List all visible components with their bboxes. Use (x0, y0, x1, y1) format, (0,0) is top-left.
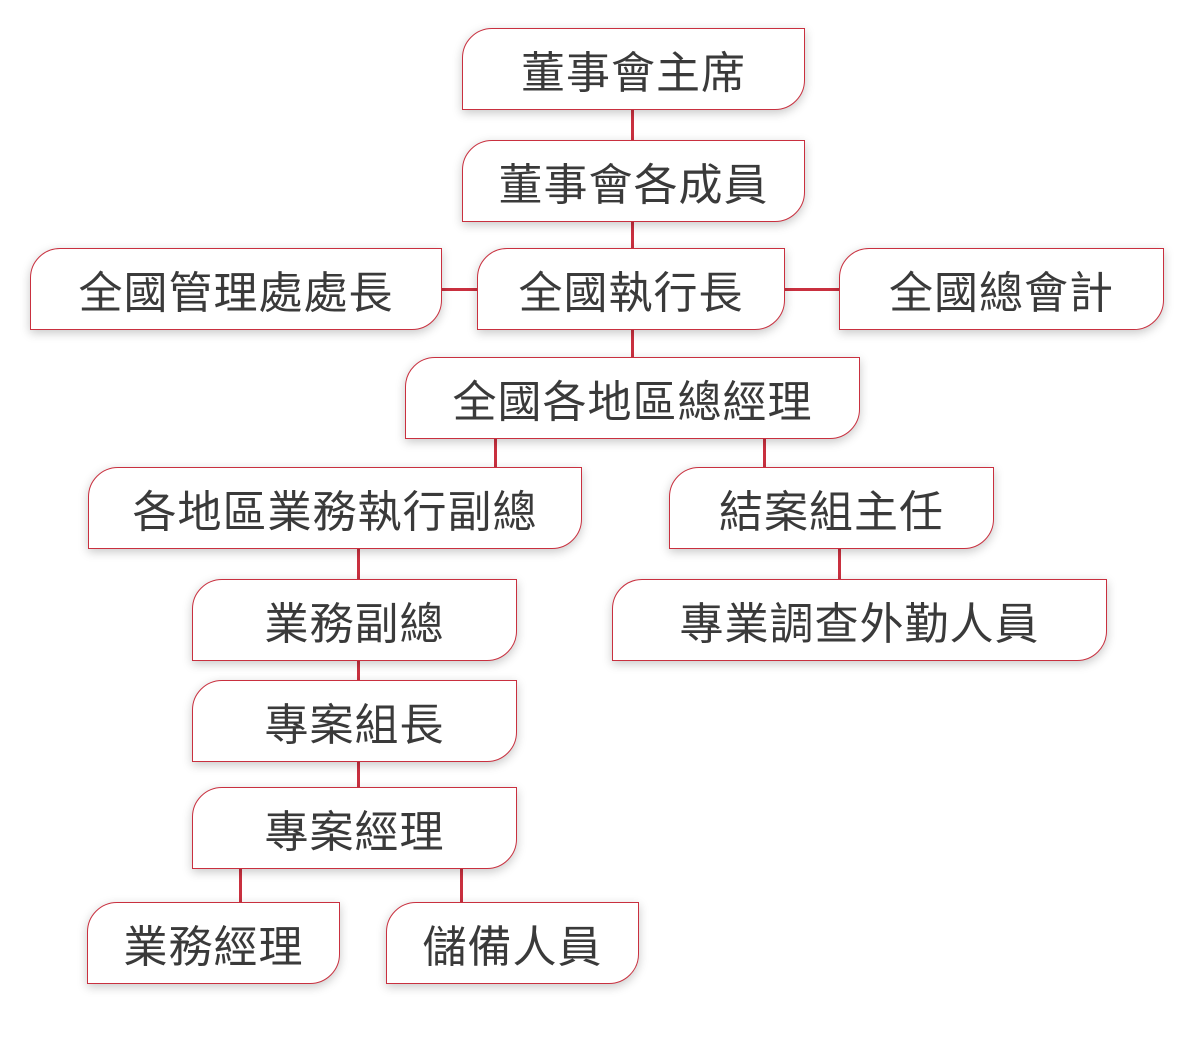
connector-lead-manager (357, 762, 360, 789)
project-lead-node: 專案組長 (192, 680, 517, 762)
closing-head-node: 結案組主任 (669, 467, 994, 549)
connector-board-ceo (631, 222, 634, 250)
connector-manager-reserve (460, 869, 463, 904)
connector-manager-business (239, 869, 242, 904)
connector-chairman-board (631, 110, 634, 142)
admin-head-node: 全國管理處處長 (30, 248, 442, 330)
connector-regional-evp (494, 439, 497, 469)
reserve-staff-node: 儲備人員 (386, 902, 639, 984)
connector-closing-field (838, 549, 841, 581)
connector-ceo-regional (631, 330, 634, 359)
chairman-node: 董事會主席 (462, 28, 805, 110)
field-staff-node: 專業調查外勤人員 (612, 579, 1107, 661)
business-manager-node: 業務經理 (87, 902, 340, 984)
project-manager-node: 專案經理 (192, 787, 517, 869)
board-members-node: 董事會各成員 (462, 140, 805, 222)
regional-gm-node: 全國各地區總經理 (405, 357, 860, 439)
chief-accountant-node: 全國總會計 (839, 248, 1164, 330)
connector-ceo-accountant (785, 288, 840, 291)
connector-vp-lead (357, 661, 360, 682)
business-vp-node: 業務副總 (192, 579, 517, 661)
business-evp-node: 各地區業務執行副總 (88, 467, 582, 549)
ceo-node: 全國執行長 (477, 248, 785, 330)
connector-admin-ceo (442, 288, 479, 291)
connector-evp-vp (357, 549, 360, 581)
connector-regional-closing (763, 439, 766, 469)
